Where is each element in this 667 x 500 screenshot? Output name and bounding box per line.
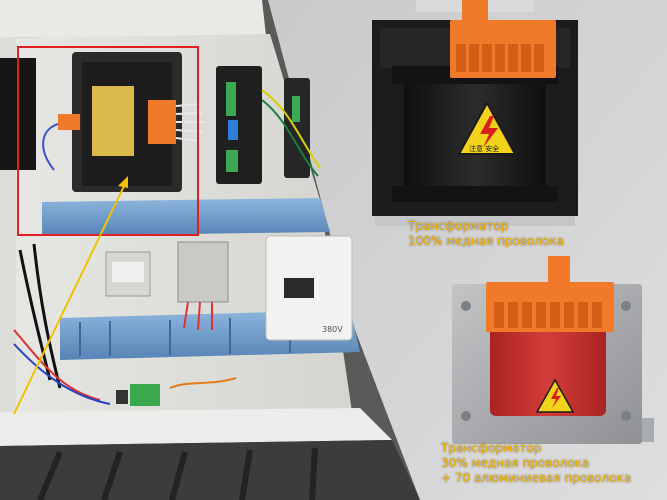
aluminum-caption: Трансформатор 30% медная проволока + 70 … <box>441 441 631 486</box>
aluminum-caption-title: Трансформатор <box>441 441 542 455</box>
warning-label: 注意 安全 <box>469 144 499 153</box>
copper-caption-detail: 100% медная проволока <box>408 234 564 248</box>
inverter-badge: 380V <box>322 325 343 334</box>
pointer-arrow <box>13 181 127 415</box>
aluminum-caption-detail-1: 30% медная проволока <box>441 456 590 470</box>
highlight-box <box>17 46 199 236</box>
copper-caption-title: Трансформатор <box>408 219 509 233</box>
control-cabinet-photo: 380V <box>0 0 420 500</box>
copper-transformer: 注意 安全 <box>372 0 578 226</box>
aluminum-caption-detail-2: + 70 алюминиевая проволока <box>441 471 632 485</box>
aluminum-transformer <box>452 256 654 444</box>
copper-caption: Трансформатор 100% медная проволока <box>408 219 564 249</box>
